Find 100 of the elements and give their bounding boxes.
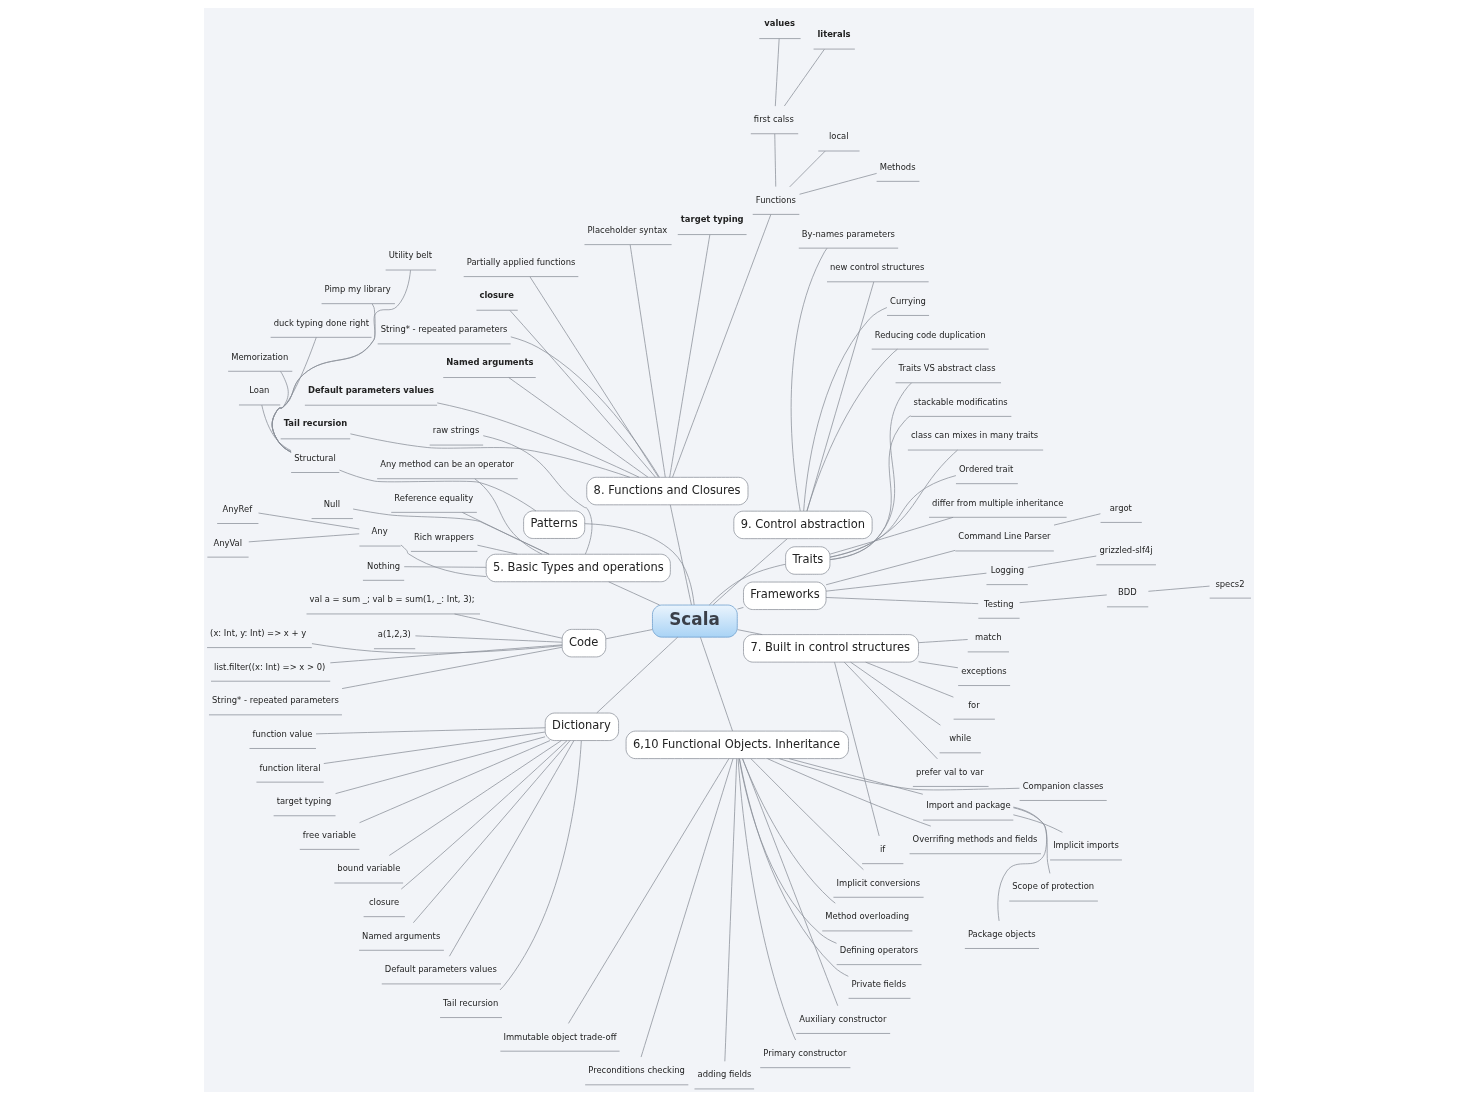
connector	[311, 643, 563, 654]
node-box: Code	[561, 629, 607, 658]
node-text: literals	[817, 28, 851, 39]
connector	[825, 597, 979, 605]
connector	[400, 740, 568, 890]
node-text: Any method can be an operator	[380, 459, 515, 470]
connector	[737, 629, 763, 635]
connector	[477, 544, 518, 555]
node-text: function value	[252, 728, 313, 739]
node-text: specs2	[1215, 578, 1245, 589]
connector	[742, 758, 836, 904]
connector	[389, 740, 562, 856]
connector	[474, 478, 543, 555]
node-text: new control structures	[830, 262, 925, 273]
connector	[271, 337, 317, 453]
connector	[712, 538, 788, 606]
node-text: first calss	[753, 114, 794, 125]
node-text: Methods	[879, 161, 916, 172]
node-text: Auxiliary constructor	[799, 1013, 887, 1024]
connector	[997, 806, 1047, 922]
node-box: Patterns	[523, 510, 586, 539]
connector	[799, 173, 877, 195]
node-box: 8. Functions and Closures	[586, 476, 749, 506]
node-text: Implicit imports	[1053, 840, 1119, 851]
node-text: Traits VS abstract class	[898, 363, 996, 374]
node-box: 5. Basic Types and operations	[485, 553, 671, 583]
node-text: Null	[323, 498, 341, 509]
node-text: Partially applied functions	[466, 256, 576, 267]
node-text: Memorization	[231, 351, 289, 362]
connector	[672, 214, 772, 478]
connector	[359, 740, 551, 824]
connector	[737, 758, 797, 1041]
node-text: Named arguments	[446, 357, 534, 368]
connector	[509, 310, 656, 478]
connector	[1053, 513, 1101, 526]
node-text: Tail recursion	[443, 997, 499, 1008]
node-text: raw strings	[432, 425, 480, 436]
connector	[739, 758, 849, 977]
node-text: target typing	[680, 214, 744, 225]
connector	[510, 336, 660, 478]
connector	[329, 644, 563, 664]
connector	[865, 661, 954, 698]
node-text: argot	[1109, 502, 1132, 513]
node-text: Utility belt	[388, 250, 433, 261]
node-text: AnyRef	[222, 503, 253, 514]
connector	[788, 758, 924, 795]
connector	[403, 566, 487, 568]
connector	[596, 636, 679, 714]
node-box: Scala	[652, 604, 738, 638]
connector	[843, 661, 938, 760]
connector	[261, 404, 292, 452]
node-text: target typing	[276, 796, 332, 807]
connector	[339, 469, 537, 512]
node-text: Immutable object trade-off	[503, 1031, 617, 1042]
node-text: Placeholder syntax	[587, 225, 668, 235]
node-text: Named arguments	[362, 930, 441, 941]
connector	[1013, 807, 1051, 874]
node-box: 9. Control abstraction	[733, 510, 873, 540]
node-text: Primary constructor	[763, 1048, 847, 1059]
node-text: for	[968, 699, 980, 710]
connector	[737, 607, 744, 610]
connector	[315, 727, 546, 735]
node-text: Command Line Parser	[958, 531, 1051, 542]
node-text: Scope of protection	[1012, 881, 1095, 892]
connector	[829, 382, 912, 561]
node-text: Method overloading	[825, 911, 910, 922]
connector	[1148, 585, 1210, 592]
node-text: Overrifing methods and fields	[912, 834, 1038, 845]
node-box: Traits	[785, 546, 831, 575]
node-text: AnyVal	[213, 537, 243, 548]
node-text: BDD	[1118, 587, 1137, 598]
connector	[271, 371, 292, 453]
connector	[341, 646, 563, 689]
node-box: Frameworks	[743, 581, 827, 610]
node-text: free variable	[302, 829, 356, 840]
connector	[449, 740, 575, 957]
connector	[825, 550, 956, 586]
node-text: Preconditions checking	[588, 1065, 685, 1076]
node-text: String* - repeated parameters	[212, 695, 339, 706]
connector	[482, 435, 593, 555]
node-text: Private fields	[851, 978, 907, 989]
node-text: Currying	[890, 295, 926, 306]
node-text: Tail recursion	[283, 418, 348, 429]
connector	[738, 758, 837, 944]
node-text: exceptions	[961, 665, 1007, 676]
connector	[608, 581, 660, 606]
connector	[784, 48, 825, 107]
connector	[508, 377, 649, 478]
connector	[774, 133, 777, 187]
connector	[271, 269, 411, 453]
connector	[829, 516, 954, 555]
connector	[767, 758, 932, 827]
node-text: local	[828, 131, 849, 142]
node-text: closure	[479, 289, 514, 300]
connector	[605, 629, 653, 640]
connector	[918, 639, 969, 644]
node-text: prefer val to var	[915, 766, 984, 777]
connector	[413, 740, 571, 924]
connector	[834, 661, 880, 837]
connector	[271, 303, 376, 453]
